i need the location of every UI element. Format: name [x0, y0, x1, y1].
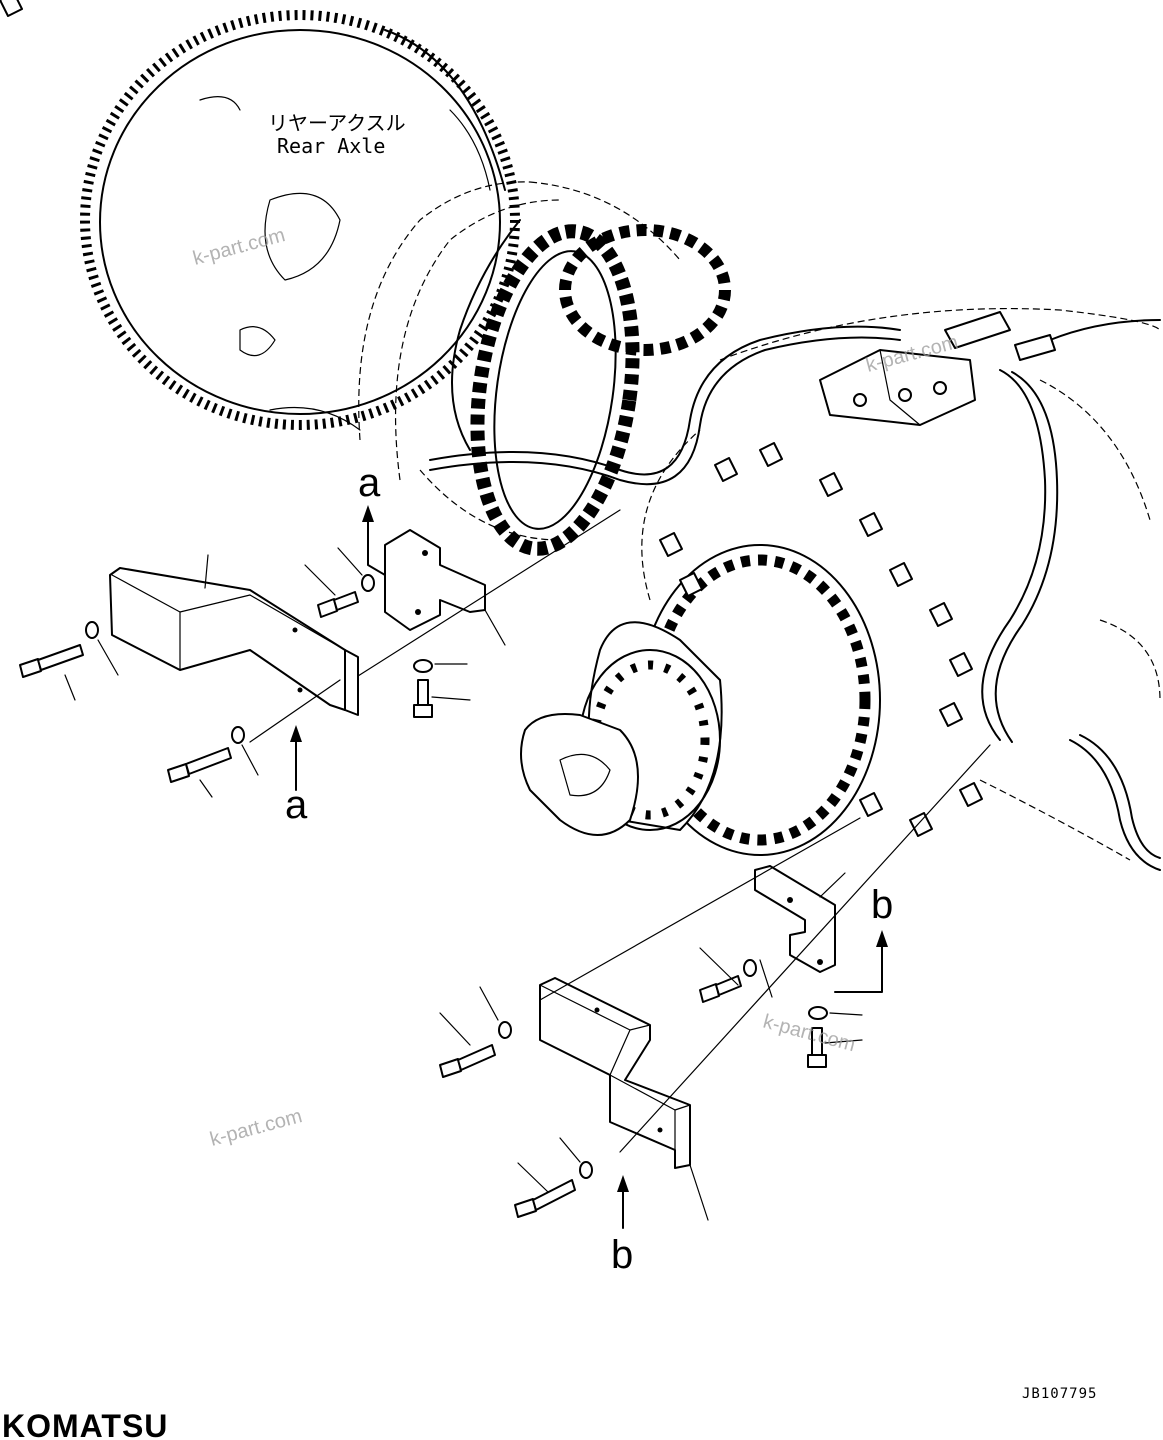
- housing-studs: [0, 0, 983, 837]
- ring-gear: [80, 10, 520, 431]
- bolt-a3: [317, 591, 359, 618]
- valve-block: [819, 311, 1056, 426]
- bolt-b2: [514, 1179, 576, 1218]
- bolt-a4: [413, 679, 433, 718]
- guard-b-assembly: [439, 744, 991, 1221]
- view-ref-b-lower: b: [611, 1233, 633, 1277]
- planetary-hub: [520, 544, 881, 856]
- hydraulic-piping: [429, 219, 1161, 871]
- watermark: k-part.com: [208, 1105, 305, 1151]
- view-ref-a-upper: a: [358, 461, 381, 505]
- bolt-b4: [807, 1027, 827, 1068]
- drawing-code: JB107795: [1022, 1386, 1097, 1402]
- view-ref-a-lower: a: [285, 783, 308, 827]
- view-arrows: [290, 505, 888, 1229]
- bolt-b1: [439, 1044, 496, 1078]
- watermark: k-part.com: [761, 1011, 858, 1057]
- bolt-a2: [167, 747, 232, 783]
- bolt-a1: [19, 644, 84, 678]
- view-ref-b-upper: b: [871, 883, 893, 927]
- wheel-hub-bolt-circle: [470, 224, 731, 556]
- component-label-ja: リヤーアクスル: [268, 111, 406, 135]
- guard-a-assembly: [19, 509, 621, 798]
- bolt-b3: [699, 975, 742, 1003]
- brand-logo: KOMATSU: [2, 1408, 168, 1440]
- component-label-en: Rear Axle: [277, 134, 385, 158]
